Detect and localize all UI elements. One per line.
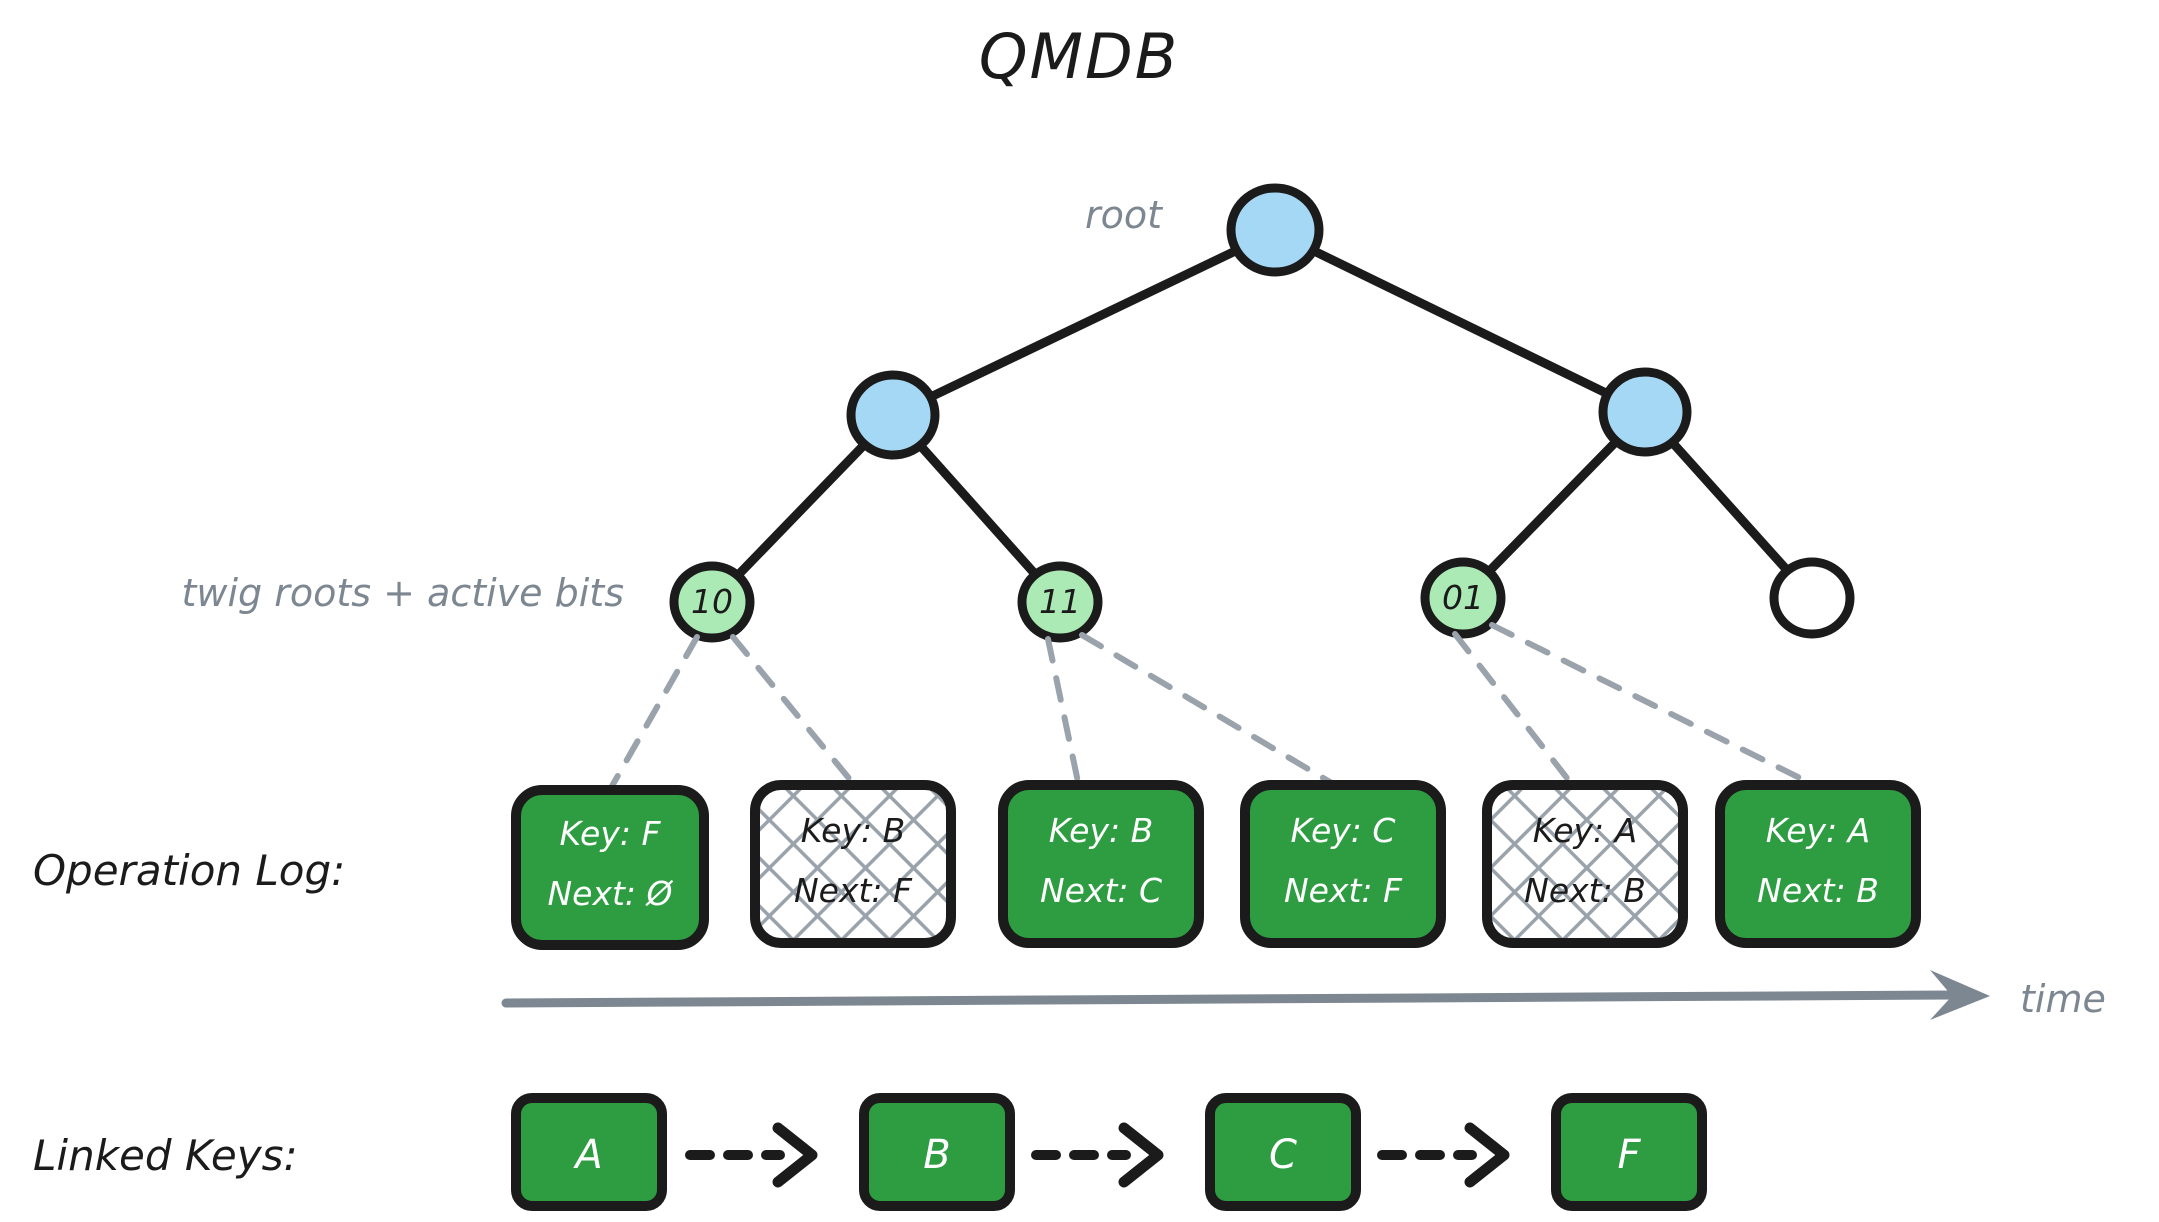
time-label: time xyxy=(2020,977,2106,1021)
page-title: QMDB xyxy=(979,20,1180,93)
log-entry-3-key: Key: C xyxy=(1291,811,1396,850)
log-entry-2-next: Next: C xyxy=(1040,871,1162,910)
root-label: root xyxy=(1085,193,1164,237)
log-entry-2[interactable] xyxy=(998,780,1204,948)
linked-arrow-3-head-icon xyxy=(1464,1122,1510,1188)
log-entry-4-key: Key: A xyxy=(1533,811,1637,850)
twig-roots-label: twig roots + active bits xyxy=(181,571,624,615)
linked-key-A[interactable] xyxy=(511,1093,667,1211)
log-entry-5-key: Key: A xyxy=(1766,811,1870,850)
tree-nodes: 10 11 01 xyxy=(669,183,1855,643)
twig-node-11[interactable] xyxy=(1017,561,1103,643)
linked-key-C-label: C xyxy=(1269,1132,1297,1178)
linked-keys-row: A B C F xyxy=(511,1093,1707,1211)
time-axis-line xyxy=(501,990,1960,1008)
log-entry-0-next: Next: Ø xyxy=(547,874,673,913)
log-entry-4-next: Next: B xyxy=(1524,871,1646,910)
operation-log-label: Operation Log: xyxy=(33,846,345,895)
connector-twig10-log1 xyxy=(730,634,855,785)
linked-key-B-label: B xyxy=(923,1132,950,1178)
log-entry-1[interactable] xyxy=(750,780,956,948)
log-entry-0-key: Key: F xyxy=(560,814,662,853)
log-entry-1-key: Key: B xyxy=(801,811,906,850)
linked-key-F-label: F xyxy=(1617,1132,1641,1178)
linked-key-B[interactable] xyxy=(859,1093,1015,1211)
edge-root-left xyxy=(888,227,1280,420)
time-arrow-icon xyxy=(1930,970,1990,1020)
twig-node-01-label: 01 xyxy=(1442,578,1484,617)
twig-node-01[interactable] xyxy=(1420,557,1506,639)
log-entry-5-next: Next: B xyxy=(1757,871,1879,910)
linked-arrow-1-head-icon xyxy=(772,1122,818,1188)
linked-arrow-2-head-icon xyxy=(1118,1122,1164,1188)
twig-node-10[interactable] xyxy=(669,561,755,643)
log-entry-0[interactable] xyxy=(511,785,709,950)
tree-node-inner-left[interactable] xyxy=(846,370,940,460)
twig-log-connectors xyxy=(609,622,1811,789)
time-axis xyxy=(501,970,1990,1020)
connector-twig11-log3 xyxy=(1079,632,1333,785)
tree-node-inner-right[interactable] xyxy=(1598,367,1692,457)
linked-key-C[interactable] xyxy=(1205,1093,1361,1211)
connector-twig11-log2 xyxy=(1045,636,1081,785)
log-entry-4[interactable] xyxy=(1482,780,1688,948)
connector-twig01-log4 xyxy=(1452,631,1573,785)
operation-log-boxes: Key: F Next: Ø Key: B Next: F Key: B Nex… xyxy=(511,780,1921,950)
linked-keys-label: Linked Keys: xyxy=(33,1131,298,1180)
linked-key-F[interactable] xyxy=(1551,1093,1707,1211)
log-entry-3-next: Next: F xyxy=(1284,871,1403,910)
log-entry-2-key: Key: B xyxy=(1049,811,1154,850)
connector-twig10-log0 xyxy=(609,634,700,789)
twig-node-11-label: 11 xyxy=(1039,582,1081,621)
tree-node-root[interactable] xyxy=(1226,183,1324,277)
connector-twig01-log5 xyxy=(1489,622,1811,785)
log-entry-5[interactable] xyxy=(1715,780,1921,948)
log-entry-3[interactable] xyxy=(1240,780,1446,948)
twig-node-10-label: 10 xyxy=(691,582,733,621)
edge-root-right xyxy=(1270,227,1650,417)
twig-node-empty[interactable] xyxy=(1769,557,1855,639)
log-entry-1-next: Next: F xyxy=(794,871,913,910)
linked-key-A-label: A xyxy=(572,1132,602,1178)
